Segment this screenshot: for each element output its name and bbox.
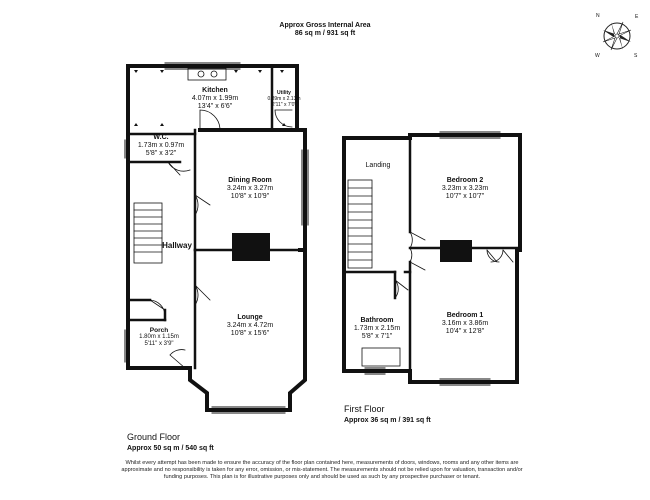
compass-letter-n: N [596,13,600,19]
ground-floor-windows [124,62,309,414]
first-floor-outer-walls [342,133,522,384]
chimney-breast-ground [232,233,270,261]
room-porch: Porch 1.80m x 1.15m 5'11" x 3'9" [135,327,183,348]
gross-area-value: 86 sq m / 931 sq ft [294,30,356,37]
room-bedroom2-imperial: 10'7" x 10'7" [445,193,485,200]
room-utility: Utility 0.89m x 2.13m 2'11" x 7'0" [262,90,306,108]
ground-floor-area: Approx 50 sq m / 540 sq ft [127,445,214,452]
room-lounge-name: Lounge [237,314,263,321]
room-landing-name: Landing [365,162,391,169]
compass-letter-s: S [634,53,638,59]
room-porch-name: Porch [149,327,169,334]
disclaimer-text: Whilst every attempt has been made to en… [121,460,523,480]
room-bedroom1: Bedroom 1 3.16m x 3.86m 10'4" x 12'8" [420,312,510,336]
room-wc: W.C. 1.73m x 0.97m 5'8" x 3'2" [130,134,192,158]
room-kitchen-imperial: 13'4" x 6'6" [197,103,233,110]
room-kitchen: Kitchen 4.07m x 1.99m 13'4" x 6'6" [165,87,265,111]
room-wc-imperial: 5'8" x 3'2" [145,150,177,157]
room-bedroom1-imperial: 10'4" x 12'8" [445,328,485,335]
ground-floor-doors [149,109,293,369]
room-bedroom2: Bedroom 2 3.23m x 3.23m 10'7" x 10'7" [420,177,510,201]
ground-floor-stairs [133,202,163,264]
room-hallway-name: Hallway [162,241,192,250]
first-floor-doors [394,231,514,299]
bathtub-icon [361,347,401,367]
room-lounge-imperial: 10'8" x 15'6" [230,330,270,337]
first-floor-stairs [347,179,373,269]
room-bedroom2-name: Bedroom 2 [446,177,484,184]
room-dining: Dining Room 3.24m x 3.27m 10'8" x 10'9" [205,177,295,201]
compass-letter-w: W [595,53,600,59]
room-porch-metric: 1.80m x 1.15m [139,334,179,340]
room-utility-imperial: 2'11" x 7'0" [271,102,297,108]
room-dining-metric: 3.24m x 3.27m [226,185,274,192]
room-landing: Landing [356,162,400,170]
room-bathroom: Bathroom 1.73m x 2.15m 5'8" x 7'1" [348,317,406,341]
room-kitchen-name: Kitchen [202,87,228,94]
ground-floor-title: Ground Floor [127,432,181,442]
room-dining-name: Dining Room [228,177,272,184]
room-bedroom2-metric: 3.23m x 3.23m [441,185,489,192]
compass-letter-e: E [635,14,639,20]
ground-floor-outer-walls [126,64,307,412]
first-floor-windows [364,131,501,386]
room-utility-name: Utility [277,90,291,96]
first-floor-title: First Floor [344,404,385,414]
room-utility-metric: 0.89m x 2.13m [267,96,301,102]
kitchen-sink-icon [187,67,227,81]
chimney-breast-first [440,240,472,262]
room-lounge-metric: 3.24m x 4.72m [226,322,274,329]
room-wc-name: W.C. [153,134,169,141]
kitchen-appliance-markers [134,70,286,126]
gross-area-title: Approx Gross Internal Area [279,22,371,29]
room-kitchen-metric: 4.07m x 1.99m [191,95,239,102]
room-hallway: Hallway [157,242,197,250]
room-bedroom1-metric: 3.16m x 3.86m [441,320,489,327]
room-bedroom1-name: Bedroom 1 [446,312,484,319]
room-lounge: Lounge 3.24m x 4.72m 10'8" x 15'6" [205,314,295,338]
first-floor-area: Approx 36 sq m / 391 sq ft [344,417,431,424]
room-bathroom-metric: 1.73m x 2.15m [353,325,401,332]
room-bathroom-name: Bathroom [360,317,394,324]
room-bathroom-imperial: 5'8" x 7'1" [361,333,393,340]
room-wc-metric: 1.73m x 0.97m [137,142,185,149]
ground-floor-inner-walls [126,64,307,370]
room-dining-imperial: 10'8" x 10'9" [230,193,270,200]
room-porch-imperial: 5'11" x 3'9" [144,341,174,347]
